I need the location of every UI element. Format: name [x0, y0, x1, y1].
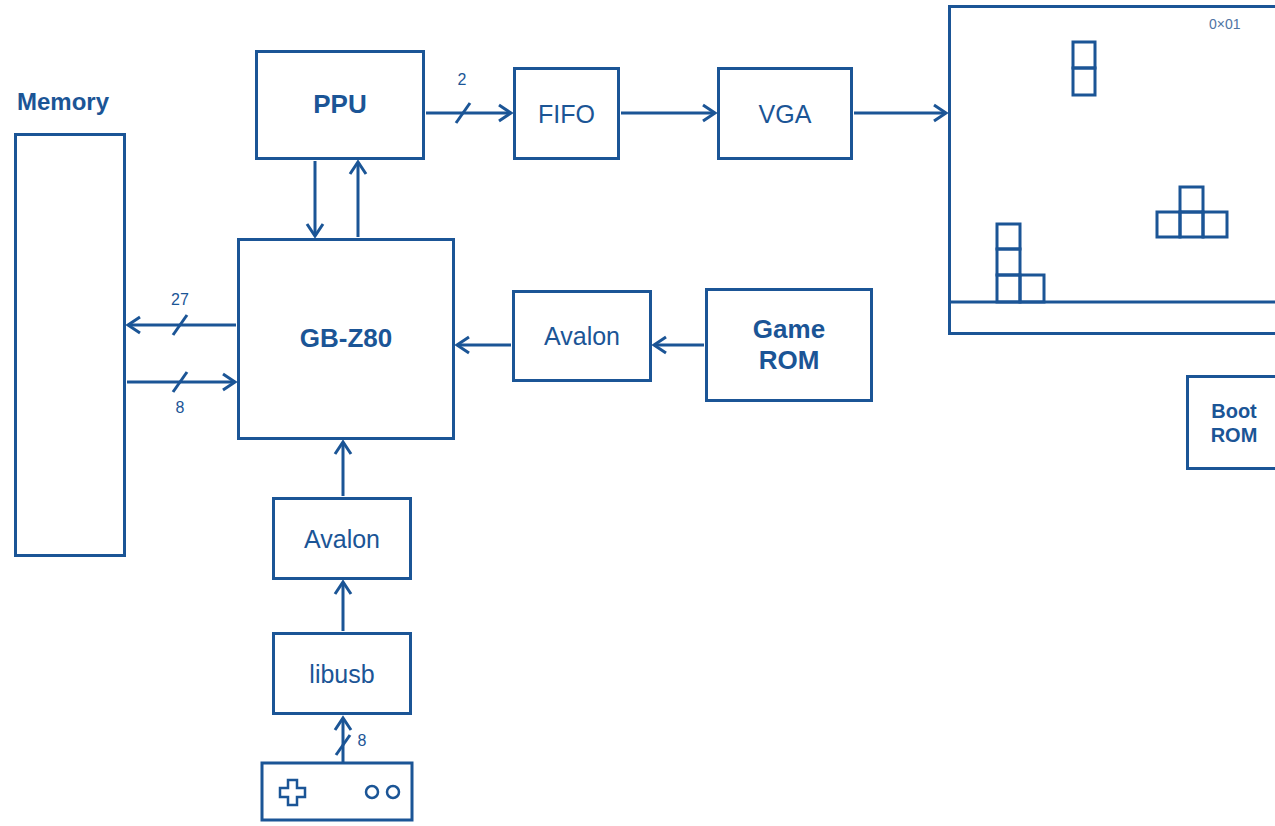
driver-box: libusb [272, 632, 412, 715]
arrow-head [335, 442, 351, 454]
signal-arrow [350, 162, 366, 237]
screen-display: 0×01 [948, 5, 1275, 335]
connector-line [457, 344, 511, 347]
gamepad-body [262, 763, 412, 820]
signal-arrow [654, 337, 704, 353]
signal-arrow [457, 337, 511, 353]
bus-width-label: 27 [169, 291, 191, 309]
signal-arrow [128, 315, 236, 335]
gamepad-button [387, 786, 399, 798]
screen-readout: 0×01 [1209, 16, 1241, 33]
cpu-box: GB-Z80 [237, 238, 455, 440]
arrow-head [934, 105, 946, 121]
arrow-head [350, 162, 366, 174]
signal-arrow [426, 103, 511, 123]
connector-line [357, 162, 360, 237]
signal-arrow [335, 582, 351, 631]
tetris-block [1180, 212, 1203, 237]
gamepad-dpad [280, 780, 305, 805]
signal-arrow [307, 161, 323, 236]
tetris-block [1020, 275, 1044, 302]
box-label: libusb [309, 659, 374, 689]
tetris-block [1073, 68, 1095, 95]
process-box: FIFO [513, 67, 620, 160]
arrow-head [223, 374, 235, 390]
signal-arrow [854, 105, 946, 121]
connector-line [621, 112, 715, 115]
bus-slash [336, 735, 350, 755]
box-label: VGA [759, 99, 812, 129]
rom-box: Game ROM [705, 288, 873, 402]
bus-slash [456, 103, 470, 123]
process-box: VGA [717, 67, 853, 160]
gamepad-wire [335, 718, 351, 763]
tetris-block [1203, 212, 1227, 237]
signal-arrow [335, 442, 351, 496]
gamepad-icon [262, 763, 412, 820]
box-label: GB-Z80 [300, 323, 392, 354]
box-label: Avalon [304, 524, 380, 554]
tetris-block [1073, 42, 1095, 68]
connector-line [342, 442, 345, 496]
arrow-head [335, 718, 351, 730]
arrow-head [703, 105, 715, 121]
connector-line [654, 344, 704, 347]
arrow-head [457, 337, 469, 353]
connector-line [342, 582, 345, 631]
bus-slash [173, 315, 187, 335]
tetris-block [997, 224, 1020, 249]
arrow-head [654, 337, 666, 353]
process-box: PPU [255, 50, 425, 160]
signal-arrow [621, 105, 715, 121]
bus-box: Avalon [512, 290, 652, 382]
tetris-block [1157, 212, 1180, 237]
tetris-block [997, 249, 1020, 275]
tetris-block [997, 275, 1020, 302]
block-heading: Memory [17, 88, 109, 117]
wire-line [342, 718, 345, 763]
screen-ground-line [948, 301, 1275, 304]
box-label: Game ROM [739, 314, 839, 376]
arrow-head [307, 224, 323, 236]
box-label: Avalon [544, 321, 620, 351]
arrow-head [335, 582, 351, 594]
rom-box: Boot ROM [1186, 375, 1275, 470]
connector-line [314, 161, 317, 236]
bus-width-label: 2 [456, 71, 469, 89]
arrow-head [499, 105, 511, 121]
bus-slash [173, 372, 187, 392]
tetris-block [1180, 187, 1203, 212]
box-label: PPU [313, 89, 366, 120]
box-label: FIFO [538, 99, 595, 129]
gamepad-button [366, 786, 378, 798]
connector-line [426, 112, 511, 115]
bus-width-label: 8 [356, 732, 369, 750]
arrow-head [128, 317, 140, 333]
tetris-pieces [997, 42, 1227, 302]
memory-block: Memory [14, 133, 126, 557]
signal-arrow [127, 372, 235, 392]
bus-width-label: 8 [174, 399, 187, 417]
box-label: Boot ROM [1189, 399, 1275, 447]
bus-box: Avalon [272, 497, 412, 580]
connector-line [854, 112, 946, 115]
